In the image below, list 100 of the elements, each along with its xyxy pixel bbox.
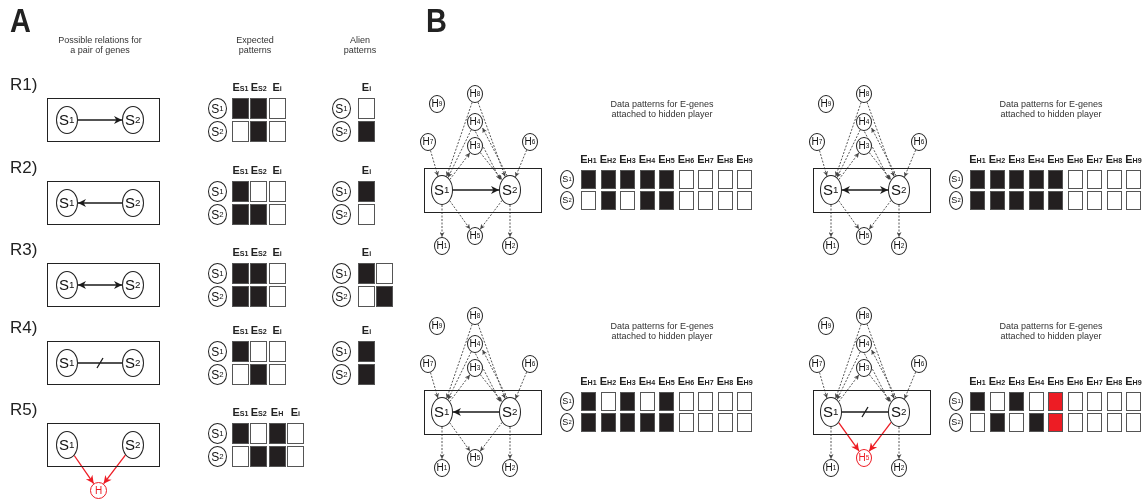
column-header: E$_{S1}$ <box>232 81 249 94</box>
arrow <box>841 186 889 194</box>
filled-cell <box>1009 170 1024 189</box>
column-header: E$_{H6}$ <box>677 153 695 166</box>
column-header: E$_{H7}$ <box>697 153 714 166</box>
empty-cell <box>678 392 694 411</box>
filled-cell <box>250 263 268 284</box>
empty-cell <box>250 341 268 362</box>
row-label: R3) <box>10 241 38 260</box>
arrow <box>77 116 123 124</box>
filled-cell <box>232 204 249 225</box>
filled-cell <box>268 446 286 467</box>
filled-cell <box>1048 413 1063 432</box>
column-header: E$_{H4}$ <box>638 153 656 166</box>
column-header: E$_{H2}$ <box>599 375 617 388</box>
empty-cell <box>376 263 394 284</box>
arrow <box>103 454 126 485</box>
no-relation-line <box>841 406 889 418</box>
empty-cell <box>358 204 375 225</box>
column-header: E$_{H}$ <box>270 406 284 419</box>
filled-cell <box>268 423 286 444</box>
empty-cell <box>1067 392 1083 411</box>
filled-cell <box>232 181 249 202</box>
empty-cell <box>268 286 286 307</box>
empty-cell <box>358 98 375 119</box>
empty-cell <box>1106 392 1122 411</box>
filled-cell <box>250 121 268 142</box>
no-relation-line <box>77 357 123 369</box>
filled-cell <box>639 191 655 210</box>
column-heading: Data patterns for E-genes attached to hidden player <box>609 100 715 120</box>
relation-box <box>424 390 542 435</box>
empty-cell <box>250 423 268 444</box>
gene-circle: H <box>90 482 107 499</box>
filled-cell <box>581 170 596 189</box>
empty-cell <box>698 191 713 210</box>
filled-cell <box>232 286 249 307</box>
empty-cell <box>268 204 286 225</box>
column-header: E$_{i}$ <box>272 324 282 337</box>
empty-cell <box>232 446 249 467</box>
empty-cell <box>1087 191 1102 210</box>
empty-cell <box>1126 170 1141 189</box>
column-header: E$_{S1}$ <box>232 406 249 419</box>
column-header: E$_{i}$ <box>272 164 282 177</box>
filled-cell <box>970 392 985 411</box>
filled-cell <box>358 341 375 362</box>
empty-cell <box>268 364 286 385</box>
column-header: E$_{H1}$ <box>969 153 986 166</box>
column-header: E$_{H2}$ <box>599 153 617 166</box>
column-header: E$_{H5}$ <box>658 153 675 166</box>
row-label: R5) <box>10 401 38 420</box>
filled-cell <box>358 263 375 284</box>
column-header: E$_{H5}$ <box>658 375 675 388</box>
column-header: E$_{i}$ <box>361 324 372 337</box>
column-header: E$_{H8}$ <box>716 153 734 166</box>
empty-cell <box>250 181 268 202</box>
arrow <box>452 186 500 194</box>
empty-cell <box>1126 191 1141 210</box>
column-header: E$_{H5}$ <box>1047 375 1064 388</box>
empty-cell <box>1028 392 1044 411</box>
filled-cell <box>232 423 249 444</box>
empty-cell <box>678 170 694 189</box>
filled-cell <box>659 413 674 432</box>
empty-cell <box>268 98 286 119</box>
filled-cell <box>659 392 674 411</box>
empty-cell <box>698 413 713 432</box>
empty-cell <box>639 392 655 411</box>
column-header: E$_{H7}$ <box>1086 375 1103 388</box>
empty-cell <box>1126 413 1141 432</box>
column-header: E$_{H7}$ <box>1086 153 1103 166</box>
column-header: E$_{i}$ <box>361 164 372 177</box>
empty-cell <box>717 413 733 432</box>
empty-cell <box>268 341 286 362</box>
column-header: E$_{S2}$ <box>250 81 267 94</box>
filled-cell <box>620 413 635 432</box>
filled-cell <box>1009 191 1024 210</box>
filled-cell <box>600 413 616 432</box>
relation-box <box>47 423 160 467</box>
empty-cell <box>698 170 713 189</box>
column-header: E$_{H5}$ <box>1047 153 1064 166</box>
column-header: E$_{H8}$ <box>716 375 734 388</box>
empty-cell <box>286 446 304 467</box>
column-header: E$_{i}$ <box>361 81 372 94</box>
empty-cell <box>1106 170 1122 189</box>
relation-box <box>424 168 542 213</box>
column-header: E$_{H8}$ <box>1105 375 1123 388</box>
filled-cell <box>639 413 655 432</box>
arrow <box>452 408 500 416</box>
filled-cell <box>250 364 268 385</box>
empty-cell <box>737 413 752 432</box>
empty-cell <box>970 413 985 432</box>
column-header: E$_{S2}$ <box>250 164 267 177</box>
column-heading: Alien patterns <box>342 36 378 56</box>
filled-cell <box>1028 191 1044 210</box>
arrow <box>838 422 860 452</box>
filled-cell <box>989 191 1005 210</box>
empty-cell <box>268 121 286 142</box>
row-label: R4) <box>10 319 38 338</box>
filled-cell <box>1028 170 1044 189</box>
column-header: E$_{H4}$ <box>1027 153 1045 166</box>
empty-cell <box>1106 413 1122 432</box>
